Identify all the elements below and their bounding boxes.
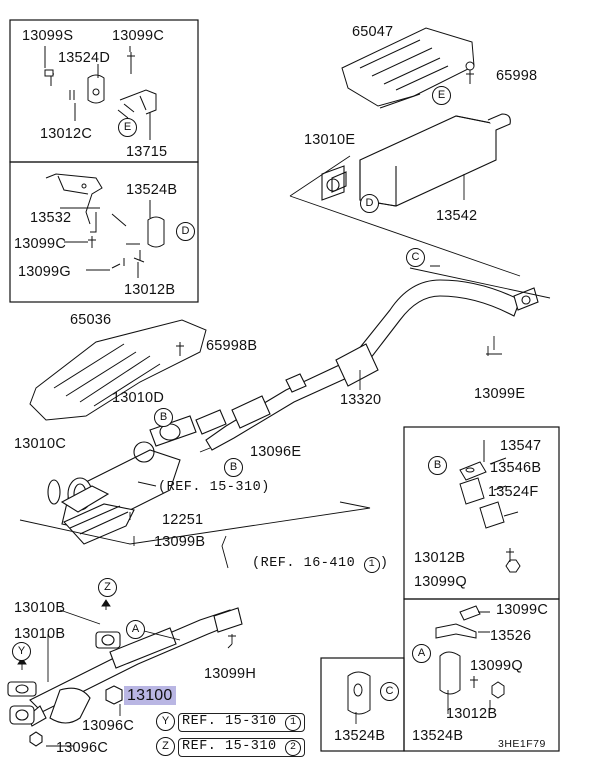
part-label-65047: 65047	[352, 24, 394, 40]
marker-d-box2: D	[176, 222, 195, 241]
marker-d-muffler: D	[360, 194, 379, 213]
part-label-13099q-bot: 13099Q	[470, 658, 523, 674]
part-label-13524b-box: 13524B	[126, 182, 178, 198]
part-label-13524d: 13524D	[58, 50, 110, 66]
part-label-13100: 13100	[124, 686, 176, 705]
ref-15-310-z: REF. 15-310 2	[178, 738, 306, 757]
part-label-13012b-bot: 13012B	[446, 706, 498, 722]
part-label-13715: 13715	[126, 144, 168, 160]
part-label-13100-text: 13100	[124, 686, 176, 705]
part-label-13524b-bot1: 13524B	[334, 728, 386, 744]
part-label-13010c: 13010C	[14, 436, 66, 452]
part-label-13546b: 13546B	[490, 460, 542, 476]
part-label-13099c-box2: 13099C	[14, 236, 66, 252]
part-label-13010e: 13010E	[304, 132, 356, 148]
part-label-13532: 13532	[30, 210, 72, 226]
part-label-13012b-right: 13012B	[414, 550, 466, 566]
marker-c-bot: C	[380, 682, 399, 701]
part-label-13010b-2: 13010B	[14, 626, 66, 642]
ref-16-410-text: (REF. 16-410	[252, 556, 356, 571]
part-label-13012b-box2: 13012B	[124, 282, 176, 298]
part-label-13010d: 13010D	[112, 390, 164, 406]
marker-y-pipe: Y	[12, 642, 31, 661]
part-label-13010b-1: 13010B	[14, 600, 66, 616]
part-label-13099s: 13099S	[22, 28, 74, 44]
marker-y-ref: Y	[156, 712, 175, 731]
ref-16-410-circle: 1	[363, 557, 380, 573]
marker-b-right: B	[428, 456, 447, 475]
part-label-13524b-bot2: 13524B	[412, 728, 464, 744]
part-label-13099c-bot: 13099C	[496, 602, 548, 618]
hanger-box-bottom-mid	[320, 657, 405, 752]
marker-a-bot: A	[412, 644, 431, 663]
part-label-13096e: 13096E	[250, 444, 302, 460]
ref-15-310-mid: (REF. 15-310)	[158, 480, 270, 495]
ref-15-310-z-circle: 2	[285, 740, 302, 756]
part-label-13099b: 13099B	[154, 534, 206, 550]
part-label-13542: 13542	[436, 208, 478, 224]
marker-z-pipe: Z	[98, 578, 117, 597]
part-label-12251: 12251	[162, 512, 204, 528]
part-label-13547: 13547	[500, 438, 542, 454]
marker-e-shield: E	[432, 86, 451, 105]
part-label-13099q-right: 13099Q	[414, 574, 467, 590]
part-label-65998b: 65998B	[206, 338, 258, 354]
marker-b-cat: B	[154, 408, 173, 427]
ref-15-310-y: REF. 15-310 1	[178, 713, 306, 732]
diagram-code: 3HE1F79	[498, 738, 546, 750]
part-label-13096c-1: 13096C	[82, 718, 134, 734]
part-label-13099e: 13099E	[474, 386, 526, 402]
ref-15-310-y-text: REF. 15-310	[182, 714, 277, 729]
part-label-13524f: 13524F	[488, 484, 539, 500]
marker-c-pipe: C	[406, 248, 425, 267]
marker-a-pipe: A	[126, 620, 145, 639]
part-label-13096c-2: 13096C	[56, 740, 108, 756]
part-label-65998: 65998	[496, 68, 538, 84]
part-label-13526: 13526	[490, 628, 532, 644]
part-label-13099g: 13099G	[18, 264, 71, 280]
part-label-13320: 13320	[340, 392, 382, 408]
ref-16-410: (REF. 16-410 1)	[252, 556, 389, 573]
marker-z-ref: Z	[156, 737, 175, 756]
marker-e-box1: E	[118, 118, 137, 137]
part-label-13099h: 13099H	[204, 666, 256, 682]
part-label-13099c-top: 13099C	[112, 28, 164, 44]
marker-b-cat2: B	[224, 458, 243, 477]
ref-15-310-z-text: REF. 15-310	[182, 739, 277, 754]
ref-15-310-y-circle: 1	[285, 715, 302, 731]
part-label-13012c: 13012C	[40, 126, 92, 142]
part-label-65036: 65036	[70, 312, 112, 328]
hardware-box-2	[9, 161, 199, 303]
